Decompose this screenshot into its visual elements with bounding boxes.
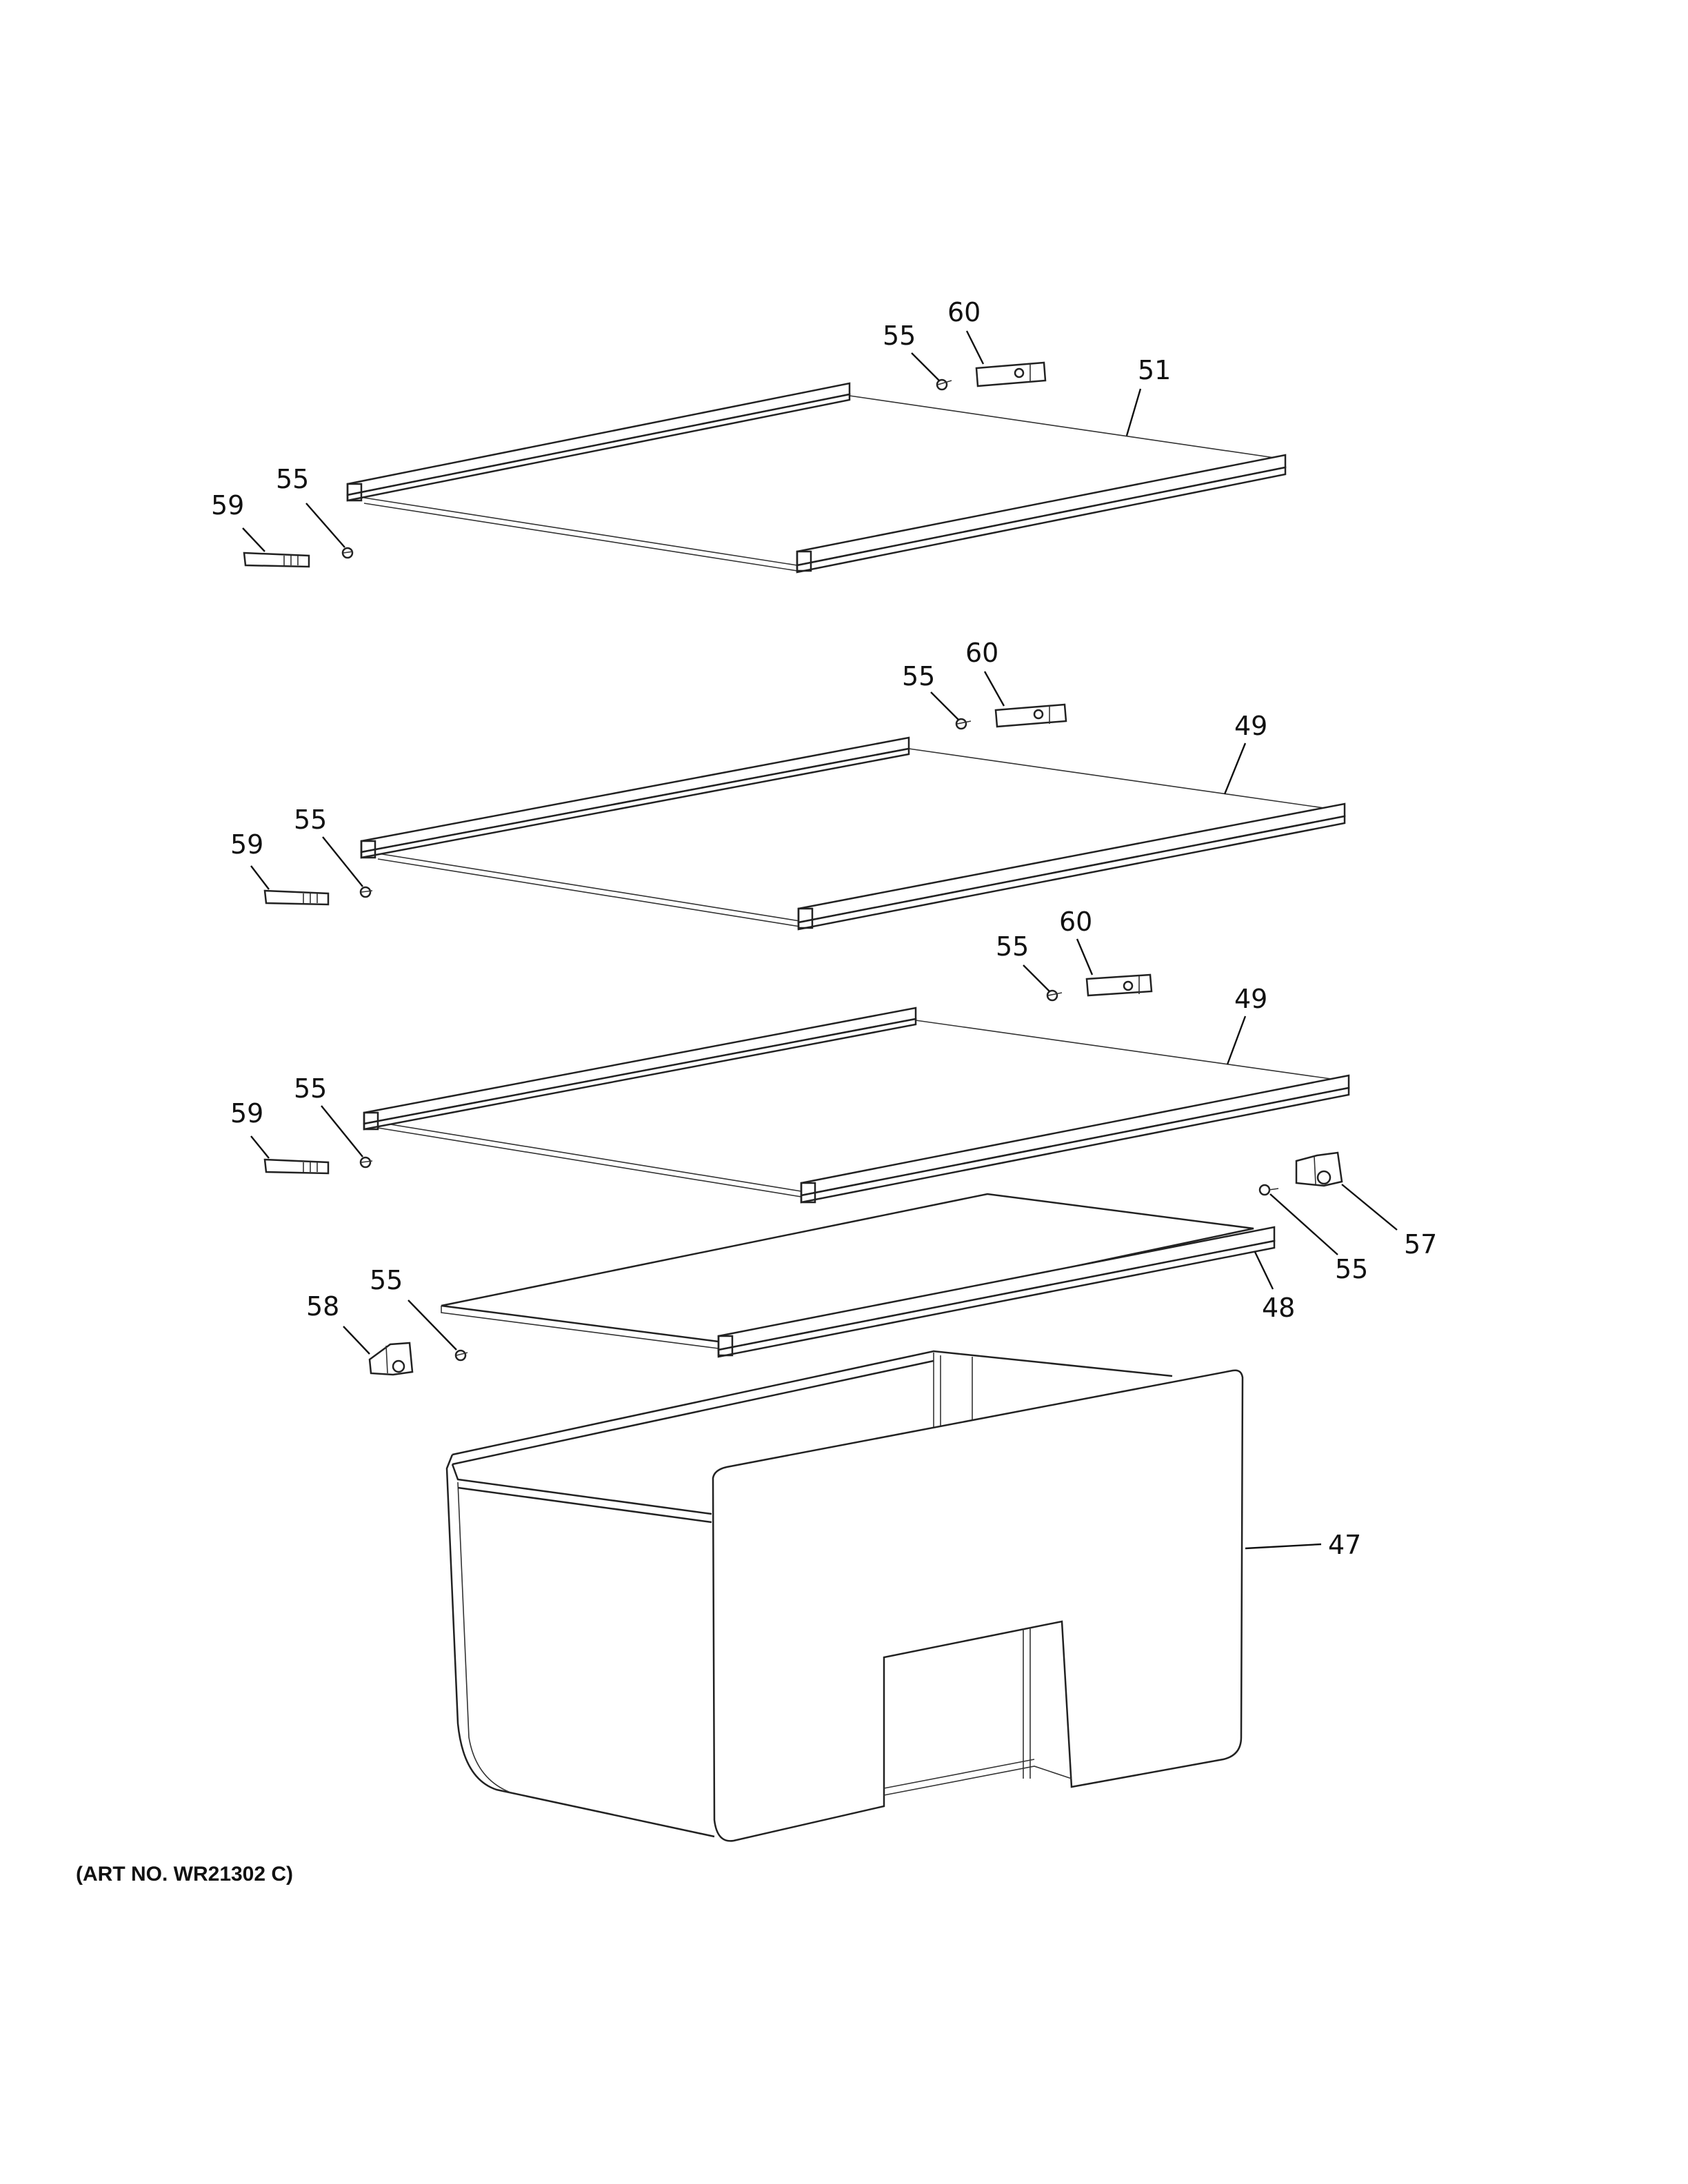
clip-59-lower: [263, 1158, 330, 1175]
screw-55-c: [955, 718, 972, 730]
leader-lines: [242, 330, 1398, 1550]
screw-55-b: [341, 547, 354, 559]
shelf-51: [346, 382, 1287, 574]
bracket-58: [368, 1342, 414, 1376]
callout-55: 55: [294, 1073, 327, 1104]
clip-60-top: [975, 361, 1047, 387]
callout-51: 51: [1138, 355, 1171, 385]
callout-49: 49: [1234, 711, 1267, 741]
clip-60-lower: [1085, 973, 1153, 997]
callout-55: 55: [1335, 1254, 1368, 1284]
callout-55: 55: [294, 805, 327, 835]
callout-59: 59: [211, 490, 244, 520]
callout-47: 47: [1328, 1530, 1361, 1560]
callout-55: 55: [370, 1265, 403, 1295]
callout-59: 59: [230, 829, 263, 860]
art-number: (ART NO. WR21302 C): [76, 1863, 293, 1885]
callout-60: 60: [1059, 907, 1092, 937]
clip-59-top: [243, 552, 310, 568]
callout-55: 55: [883, 321, 916, 351]
callout-60: 60: [947, 297, 981, 327]
shelf-49-lower: [363, 1007, 1350, 1204]
callout-57: 57: [1404, 1229, 1437, 1260]
clip-59-middle: [263, 889, 330, 906]
screw-55-a: [936, 378, 952, 391]
callout-60: 60: [965, 638, 998, 668]
screw-55-e: [1046, 989, 1063, 1002]
shelf-49-upper: [360, 736, 1346, 931]
shelf-48: [441, 1193, 1276, 1358]
screw-55-d: [359, 886, 373, 898]
screw-55-f: [359, 1156, 373, 1169]
screw-55-h: [454, 1349, 468, 1362]
callout-48: 48: [1262, 1293, 1295, 1323]
callout-55: 55: [902, 661, 935, 691]
screw-55-g: [1258, 1184, 1279, 1196]
callout-55: 55: [276, 464, 309, 494]
callout-55: 55: [996, 931, 1029, 962]
bracket-57: [1295, 1151, 1343, 1187]
crisper-drawer-47: [445, 1350, 1244, 1842]
callout-59: 59: [230, 1098, 263, 1129]
callout-numbers: 51 60 55 55 59 60 55 49 55 59 60 55 49 5…: [211, 297, 1437, 1560]
callout-58: 58: [306, 1291, 339, 1322]
clip-60-middle: [994, 703, 1067, 728]
callout-49: 49: [1234, 984, 1267, 1014]
